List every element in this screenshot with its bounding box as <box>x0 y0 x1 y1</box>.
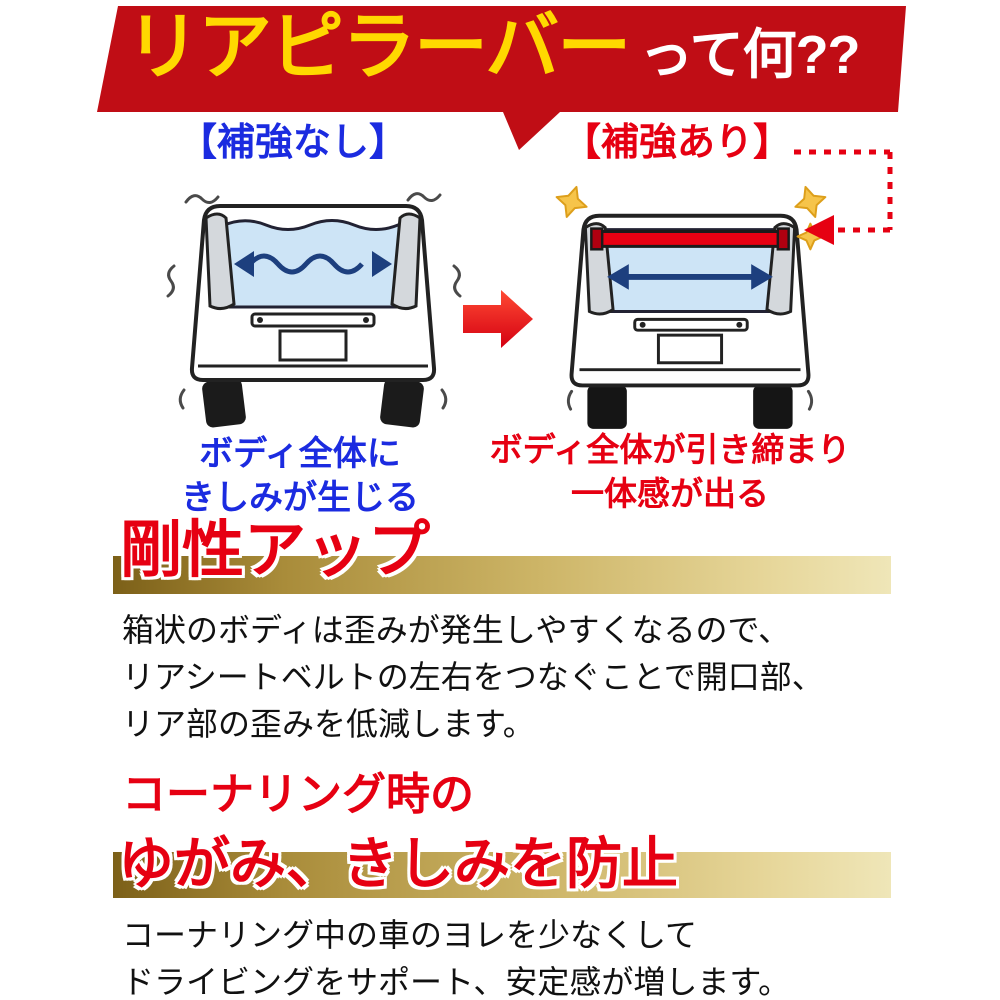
caption-line: ボディ全体に <box>199 435 401 473</box>
rear-window <box>214 219 412 309</box>
label-no-brace: 【補強なし】 <box>178 122 407 164</box>
gold-bar-rigidity <box>113 556 891 594</box>
banner-suffix: って何?? <box>639 25 860 85</box>
license-plate <box>278 329 348 362</box>
rigidity-body-line: リアシートベルトの左右をつなぐことで開口部、 <box>122 659 824 695</box>
cornering-heading-top: コーナリング時の <box>122 770 474 819</box>
caption-with-brace: ボディ全体が引き締まり 一体感が出る <box>470 428 870 516</box>
tailgate-garnish <box>633 317 749 332</box>
banner-background <box>97 6 906 150</box>
caption-line: きしみが生じる <box>181 479 419 517</box>
rigidity-heading: 剛性アップ <box>120 516 431 585</box>
cornering-body-line: コーナリング中の車のヨレを少なくして <box>122 917 698 953</box>
garnish-dot <box>363 317 369 323</box>
cornering-heading-main: ゆがみ、きしみを防止 <box>118 832 678 895</box>
straight-tension-arrow <box>607 264 773 290</box>
dotted-callout-guide <box>794 149 893 245</box>
callout-arrowhead <box>804 215 834 245</box>
rigidity-body-line: 箱状のボディは歪みが発生しやすくなるので、 <box>122 612 791 648</box>
rigidity-body: 箱状のボディは歪みが発生しやすくなるので、 リアシートベルトの左右をつなぐことで… <box>122 607 824 748</box>
garnish-dot <box>257 317 263 323</box>
label-with-brace: 【補強あり】 <box>562 122 791 164</box>
right-wheel <box>753 385 793 429</box>
left-wheel <box>587 385 627 429</box>
right-pillar <box>390 212 422 311</box>
gold-bar-cornering <box>113 852 891 898</box>
shake-lines <box>166 192 462 410</box>
cornering-body: コーナリング中の車のヨレを少なくして ドライビングをサポート、安定感が増します。 <box>122 912 790 1000</box>
license-plate <box>656 333 724 365</box>
caption-line: ボディ全体が引き締まり <box>489 431 851 468</box>
banner: リアピラーバー って何?? <box>126 5 861 98</box>
banner-shape <box>97 6 906 150</box>
car-no-brace-illustration <box>166 192 462 428</box>
tailgate-garnish <box>250 312 376 328</box>
caption-line: 一体感が出る <box>571 475 769 512</box>
car-with-brace-illustration <box>555 185 827 429</box>
caption-no-brace: ボディ全体に きしみが生じる <box>130 432 470 520</box>
sparkle-icons <box>555 185 827 251</box>
right-wheel <box>380 378 424 428</box>
conversion-arrow-icon <box>463 290 533 348</box>
banner-title: リアピラーバー <box>126 5 631 88</box>
rear-pillar-bar <box>590 227 790 251</box>
garnish-dot <box>639 321 646 328</box>
rigidity-body-line: リア部の歪みを低減します。 <box>122 706 535 742</box>
left-wheel <box>202 378 246 428</box>
motion-ticks <box>566 389 814 411</box>
garnish-dot <box>736 321 743 328</box>
left-pillar <box>204 212 236 311</box>
wavy-flex-arrow <box>234 251 392 277</box>
cornering-body-line: ドライビングをサポート、安定感が増します。 <box>122 964 791 1000</box>
